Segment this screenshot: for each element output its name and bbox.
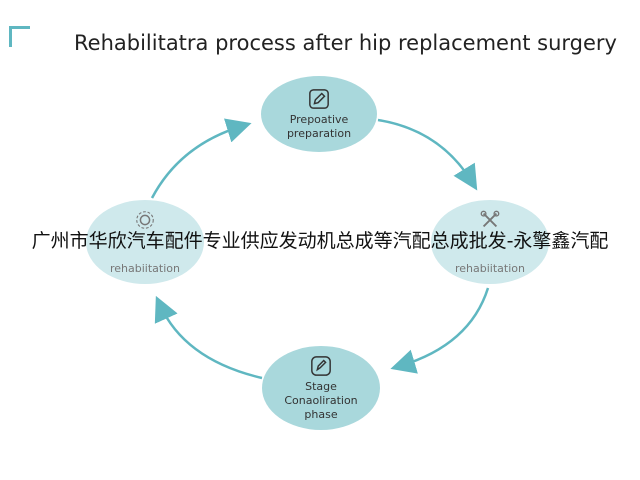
tools-icon [480, 210, 500, 227]
gear-icon [136, 210, 154, 229]
pencil-icon [309, 88, 329, 109]
node-preoperative-preparation: Prepoative preparation [261, 76, 377, 152]
arrow-left-to-top [150, 118, 252, 199]
node-rehabilitation-right: rehabiitation [431, 200, 549, 284]
arrow-bottom-to-left [154, 295, 263, 380]
arrow-right-to-bottom [390, 287, 490, 374]
node-label: Stage Conaoliration phase [284, 379, 358, 421]
corner-bracket [9, 26, 30, 47]
node-rehabilitation-left: rehabiitation [86, 200, 204, 284]
arrow-top-to-right [377, 118, 478, 191]
watermark-text-overlay: 广州市华欣汽车配件专业供应发动机总成等汽配总成批发-永擎鑫汽配 [31, 230, 609, 252]
node-label: rehabiitation [455, 261, 525, 275]
node-label: rehabiitation [110, 261, 180, 275]
node-label: Prepoative preparation [286, 112, 352, 140]
node-consolidation-phase: Stage Conaoliration phase [262, 346, 380, 430]
pencil-icon [311, 355, 331, 376]
diagram-title: Rehabilitatra process after hip replacem… [74, 31, 617, 55]
